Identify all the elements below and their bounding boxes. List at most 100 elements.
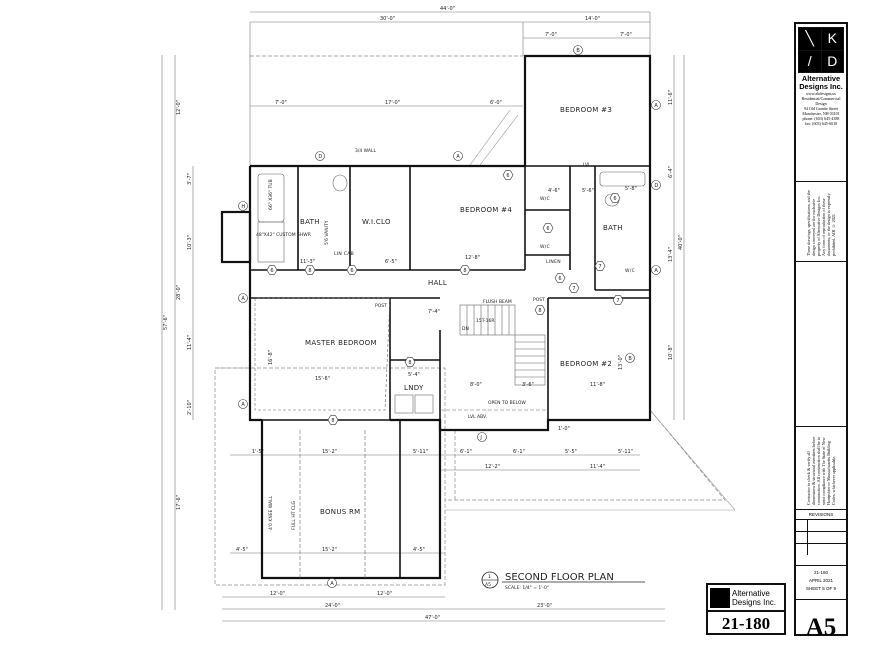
company-block: ╲K/D Alternative Designs Inc. www.altdes… (796, 24, 846, 182)
dim-interior: 13'-0" (618, 355, 624, 370)
dim-interior: 3'-6" (522, 382, 534, 388)
door-tag: 6 (270, 268, 273, 274)
company-services: Residential/Commercial Design (801, 96, 841, 106)
room-master-bedroom: MASTER BEDROOM (305, 339, 377, 347)
room-linen: LINEN (546, 259, 561, 265)
door-tag-shape (568, 283, 580, 293)
linen-cabinet: LIN CAB (334, 251, 354, 257)
sheet-id: A5 (805, 614, 837, 641)
room-closet-a: W/C (540, 196, 550, 202)
window-tag: J (479, 435, 481, 441)
revision-row (796, 531, 846, 543)
dim-interior: 5'-4" (408, 372, 420, 378)
window-tag: H (241, 204, 245, 210)
stamp-company-line: Designs Inc. (732, 597, 777, 607)
window-tag: A (654, 268, 658, 274)
note-lvl: LVL ABV. (468, 414, 487, 420)
door-tag-shape (327, 415, 339, 425)
note-wall: 3/4 WALL (355, 148, 376, 154)
dim-interior: 15'-2" (322, 547, 337, 553)
window-tag: A (330, 581, 334, 587)
dim-left: 3'-7" (187, 173, 193, 185)
dim-interior: 4'-6" (548, 188, 560, 194)
window-tag-shape (238, 293, 248, 303)
dim-interior: 6'-1" (513, 449, 525, 455)
door-tag: 7 (616, 298, 619, 304)
room-hall: HALL (428, 279, 447, 287)
dim-interior: 11'-8" (590, 382, 605, 388)
room-laundry: LNDY (404, 384, 424, 392)
blank-block (796, 262, 846, 427)
dimension-lines (161, 11, 685, 622)
company-logo: ╲K/D (798, 27, 844, 73)
dim-right: 10'-8" (668, 345, 674, 360)
room-bedroom-4: BEDROOM #4 (460, 206, 512, 214)
dim-interior: 12'-8" (465, 255, 480, 261)
dim-bottom: 47'-0" (425, 615, 440, 621)
stamp-company-line: Alternative (732, 588, 770, 598)
note-post: POST (375, 303, 387, 309)
dim-interior: 1'-5" (252, 449, 264, 455)
door-tag-shape (404, 357, 416, 367)
dim-bottom: 24'-0" (325, 603, 340, 609)
window-tag: B (628, 356, 632, 362)
door-tag-shape (612, 295, 624, 305)
window-tag-shape (238, 399, 248, 409)
window-tag-shape (453, 151, 463, 161)
window-tag-shape (651, 180, 661, 190)
dim-interior: 5'-5" (565, 449, 577, 455)
dim-interior: 5'-8" (625, 186, 637, 192)
dim-interior: 4'-5" (236, 547, 248, 553)
dim-interior: 6'-5" (385, 259, 397, 265)
door-tag: 8 (463, 268, 466, 274)
room-labels: BATH W.I.CLO BEDROOM #4 BEDROOM #3 BATH … (300, 106, 635, 516)
contractor-note: Contractor to check & verify all dimensi… (806, 436, 836, 505)
dim-interior: 16'-8" (268, 350, 274, 365)
dim-top: 44'-0" (440, 6, 455, 12)
door-tag-shape (459, 265, 471, 275)
window-tag: D (654, 183, 658, 189)
door-tag-shape (346, 265, 358, 275)
window-tag: A (241, 296, 245, 302)
dim-left: 17'-6" (176, 495, 182, 510)
dim-interior: 5'-11" (413, 449, 428, 455)
dimension-labels: 44'-0" 30'-0" 14'-0" 7'-0" 7'-0" 7'-0" 1… (163, 6, 684, 621)
dim-top: 6'-0" (490, 100, 502, 106)
dim-left: 12'-0" (176, 100, 182, 115)
door-tag-shape (304, 265, 316, 275)
window-tag: A (456, 154, 460, 160)
dim-left: 2'-10" (187, 400, 193, 415)
note-shower: 48"X42" CUSTOM SHWR (256, 232, 311, 238)
stamp-job-number: 21-180 (721, 614, 771, 633)
revisions-label: REVISIONS (808, 512, 834, 517)
door-tag: 6 (613, 196, 616, 202)
copyright-note: These drawings, specifications, and the … (806, 190, 836, 256)
note-stair: 15T-16R (476, 318, 495, 324)
plan-scale: SCALE: 1/4" = 1'-0" (505, 585, 549, 591)
door-tag: 6 (506, 173, 509, 179)
revision-row (796, 519, 846, 531)
window-tag-shape (327, 578, 337, 588)
door-tag-shape (542, 223, 554, 233)
note-post: POST (533, 297, 545, 303)
window-tag: D (318, 154, 322, 160)
dim-interior: 15'-6" (315, 376, 330, 382)
job-stamp: Alternative Designs Inc. 21-180 (706, 583, 786, 635)
note-down: DN (462, 326, 469, 332)
dim-top: 7'-0" (545, 32, 557, 38)
dim-interior: 6'-1" (460, 449, 472, 455)
door-tag: 7 (572, 286, 575, 292)
door-tag-shape (266, 265, 278, 275)
stairs (254, 171, 646, 578)
window-tag-shape (651, 100, 661, 110)
window-tag: A (241, 402, 245, 408)
plan-title: SECOND FLOOR PLAN (505, 572, 614, 583)
job-info-block: 21-180 APRIL 2021 SHEET 5 OF 9 (796, 566, 846, 600)
company-street: 94 Old Granite Street (803, 106, 839, 111)
dim-right: 40'-0" (678, 235, 684, 250)
note-ceiling: FULL HT CLG (291, 500, 297, 530)
room-closet-b: W/C (540, 244, 550, 250)
company-phone: phone: (603) 645-4388 (802, 116, 840, 121)
door-tag: 8 (331, 418, 334, 424)
note-lvl: LVL (583, 162, 591, 168)
